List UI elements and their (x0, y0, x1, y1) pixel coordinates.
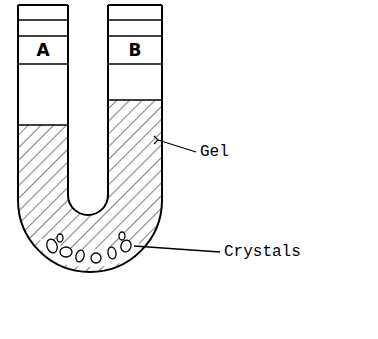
tube-label: A (36, 42, 49, 59)
tube-label: B (129, 42, 142, 59)
part-label: Gel (200, 144, 229, 160)
part-label: Crystals (224, 244, 301, 260)
gel-surface (18, 124, 68, 126)
gel-surface (108, 99, 162, 101)
solution-line (108, 63, 162, 65)
crystals (45, 232, 133, 263)
tube-outer-wall (18, 5, 162, 272)
solution-line (18, 63, 68, 65)
stopper-line (108, 19, 162, 21)
tube-rim (18, 4, 68, 6)
leader-line (158, 140, 196, 152)
tube-inner-wall (68, 5, 108, 215)
stopper-line (18, 19, 68, 21)
leader-line (134, 246, 220, 252)
solution-line (108, 35, 162, 37)
solution-line (18, 35, 68, 37)
tube-rim (108, 4, 162, 6)
leader-hook (154, 136, 158, 144)
